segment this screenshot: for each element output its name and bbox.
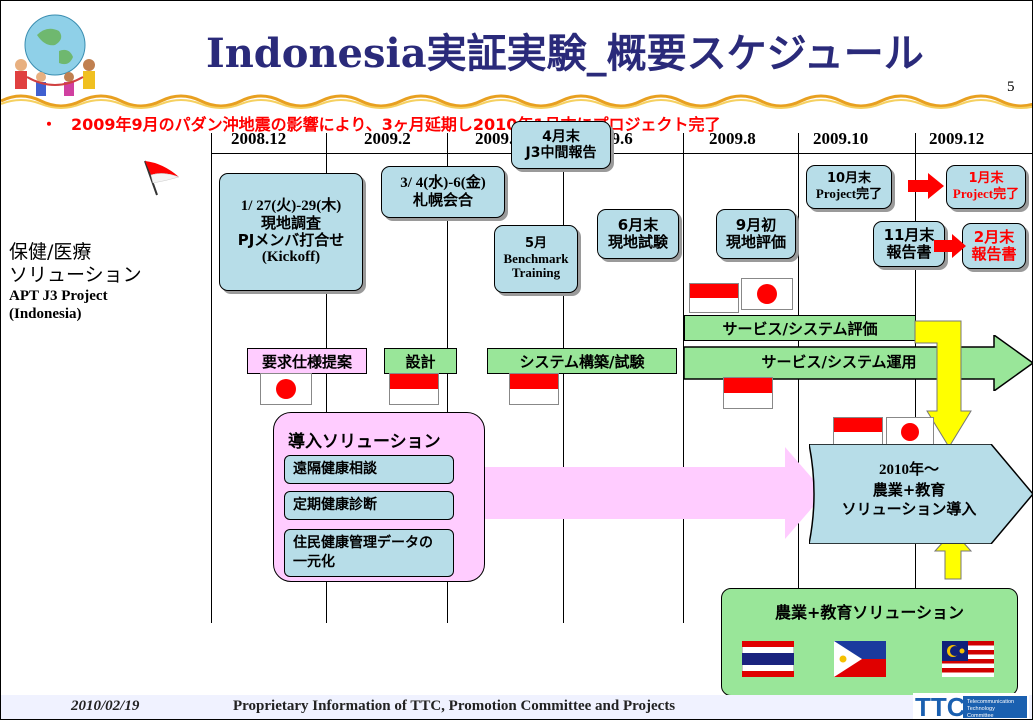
timeline-date-2009-10: 2009.10 — [813, 129, 869, 148]
milestone-sapporo-date: 3/ 4(水)-6(金) — [400, 174, 486, 191]
milestone-report-date: 11月末 — [883, 225, 935, 244]
project-label-en: (Indonesia) — [9, 305, 82, 322]
milestone-report-text: 報告書 — [886, 243, 932, 261]
milestone-j3-interim: 4月末 J3中間報告 — [511, 121, 611, 169]
project-label-line: 保健/医療 — [9, 241, 92, 263]
milestone-complete-date: 10月末 — [826, 171, 872, 187]
delay-arrow-icon — [934, 234, 966, 258]
milestone-kickoff-text: 現地調査 — [260, 213, 321, 232]
milestone-j3-date: 4月末 — [542, 128, 580, 145]
milestone-complete-text: Project完了 — [815, 186, 883, 201]
ttc-logo-line: Technology — [967, 706, 995, 712]
children-globe-logo-icon — [15, 14, 95, 96]
project-label: 保健/医療 ソリューション APT J3 Project (Indonesia) — [9, 241, 142, 323]
milestone-report-revised-text: 報告書 — [971, 245, 1017, 263]
timeline-date-2009-8: 2009.8 — [709, 129, 756, 148]
title-divider-wave — [1, 94, 1032, 109]
footer-bar: 2010/02/19 Proprietary Information of TT… — [1, 695, 1032, 719]
milestone-kickoff-text: PJメンバ打合せ — [237, 231, 345, 249]
timeline-date-2009-12: 2009.12 — [929, 129, 985, 148]
timeline-gridline — [326, 133, 327, 623]
malaysia-flag-icon — [942, 641, 994, 677]
ttc-logo-line: Telecommunication — [967, 699, 1014, 705]
milestone-sapporo-text: 札幌会合 — [412, 191, 473, 209]
rollout-line: 2010年～ — [878, 462, 939, 478]
milestone-field-test: 6月末 現地試験 — [597, 209, 679, 259]
milestone-field-eval: 9月初 現地評価 — [716, 209, 796, 259]
japan-flag-icon — [260, 373, 312, 405]
solution-item: 住民健康管理データの一元化 — [284, 529, 454, 577]
indonesia-flag-icon — [509, 373, 559, 405]
japan-flag-icon — [741, 278, 793, 310]
page-number: 5 — [1007, 79, 1015, 95]
delay-arrow-icon — [908, 173, 944, 199]
project-label-en: APT J3 Project — [9, 287, 108, 304]
phase-design: 設計 — [384, 348, 457, 374]
rollout-line: ソリューション導入 — [841, 500, 977, 518]
ttc-logo-letters: TTC — [915, 693, 966, 720]
japan-flag-icon — [886, 417, 934, 447]
ttc-logo-line: Committee — [967, 713, 994, 719]
timeline-date-2009-4: 2009.4 — [475, 129, 522, 148]
introduced-solutions-heading: 導入ソリューション — [288, 432, 441, 452]
timeline-gridline — [563, 133, 564, 623]
milestone-field-eval-date: 9月初 — [735, 215, 777, 234]
phase-evaluation: サービス/システム評価 — [684, 315, 916, 341]
milestone-benchmark-text: Benchmark — [503, 250, 569, 266]
milestone-project-complete-original: 10月末 Project完了 — [806, 165, 892, 209]
indonesia-flag-icon — [389, 373, 439, 405]
project-label-line: ソリューション — [9, 263, 142, 286]
note-bullet: ・ — [41, 115, 58, 134]
timeline-gridline — [211, 133, 212, 623]
rollout-pink-arrow — [485, 447, 825, 539]
milestone-report-revised-date: 2月末 — [973, 227, 1015, 246]
ttc-logo-icon: TTC Telecommunication Technology Committ… — [913, 693, 1029, 720]
timeline-date-2008-12: 2008.12 — [231, 129, 287, 148]
phase-build-test: システム構築/試験 — [487, 348, 677, 374]
indonesia-pennant-icon — [144, 160, 180, 196]
rollout-label: 2010年～ 農業+教育 ソリューション導入 — [819, 461, 999, 520]
milestone-field-test-date: 6月末 — [617, 215, 659, 234]
indonesia-flag-icon — [833, 417, 883, 447]
milestone-sapporo: 3/ 4(水)-6(金) 札幌会合 — [381, 166, 505, 218]
phase-requirements: 要求仕様提案 — [247, 348, 367, 374]
milestone-kickoff-date: 1/ 27(火)-29(木) — [240, 197, 342, 214]
milestone-complete-revised-date: 1月末 — [968, 171, 1004, 187]
philippines-flag-icon — [834, 641, 886, 677]
solution-item: 定期健康診断 — [284, 491, 454, 520]
milestone-project-complete-revised: 1月末 Project完了 — [946, 165, 1026, 209]
indonesia-flag-icon — [723, 377, 773, 409]
milestone-report-original: 11月末 報告書 — [873, 221, 945, 267]
rollout-line: 農業+教育 — [872, 480, 946, 499]
milestone-field-eval-text: 現地評価 — [725, 233, 786, 251]
agri-edu-heading: 農業+教育ソリューション — [774, 603, 965, 622]
milestone-report-revised: 2月末 報告書 — [962, 223, 1026, 269]
footer-date: 2010/02/19 — [71, 698, 140, 714]
milestone-complete-revised-text: Project完了 — [952, 186, 1020, 201]
timeline-gridline — [447, 133, 448, 623]
timeline-axis — [211, 153, 1032, 154]
milestone-kickoff-text: (Kickoff) — [261, 249, 321, 266]
milestone-benchmark: 5月 Benchmark Training — [494, 225, 578, 293]
footer-text: Proprietary Information of TTC, Promotio… — [233, 698, 676, 714]
milestone-benchmark-text: Training — [511, 265, 561, 281]
milestone-field-test-text: 現地試験 — [607, 233, 668, 251]
milestone-benchmark-date: 5月 — [524, 235, 548, 251]
indonesia-flag-icon — [689, 283, 739, 313]
page-title: Indonesia実証実験_概要スケジュール — [206, 30, 924, 77]
milestone-j3-text: J3中間報告 — [525, 145, 597, 161]
milestone-kickoff: 1/ 27(火)-29(木) 現地調査 PJメンバ打合せ (Kickoff) — [219, 173, 363, 291]
agri-edu-solutions-box: 農業+教育ソリューション — [721, 588, 1018, 696]
yellow-flow-arrow-icon — [914, 320, 972, 448]
thailand-flag-icon — [742, 641, 794, 677]
rollout-arrow — [809, 444, 1032, 544]
introduced-solutions-box: 導入ソリューション 遠隔健康相談 定期健康診断 住民健康管理データの一元化 — [273, 412, 485, 582]
timeline-date-2009-2: 2009.2 — [364, 129, 411, 148]
phase-operation-label: サービス/システム運用 — [761, 353, 917, 371]
solution-item: 遠隔健康相談 — [284, 455, 454, 484]
